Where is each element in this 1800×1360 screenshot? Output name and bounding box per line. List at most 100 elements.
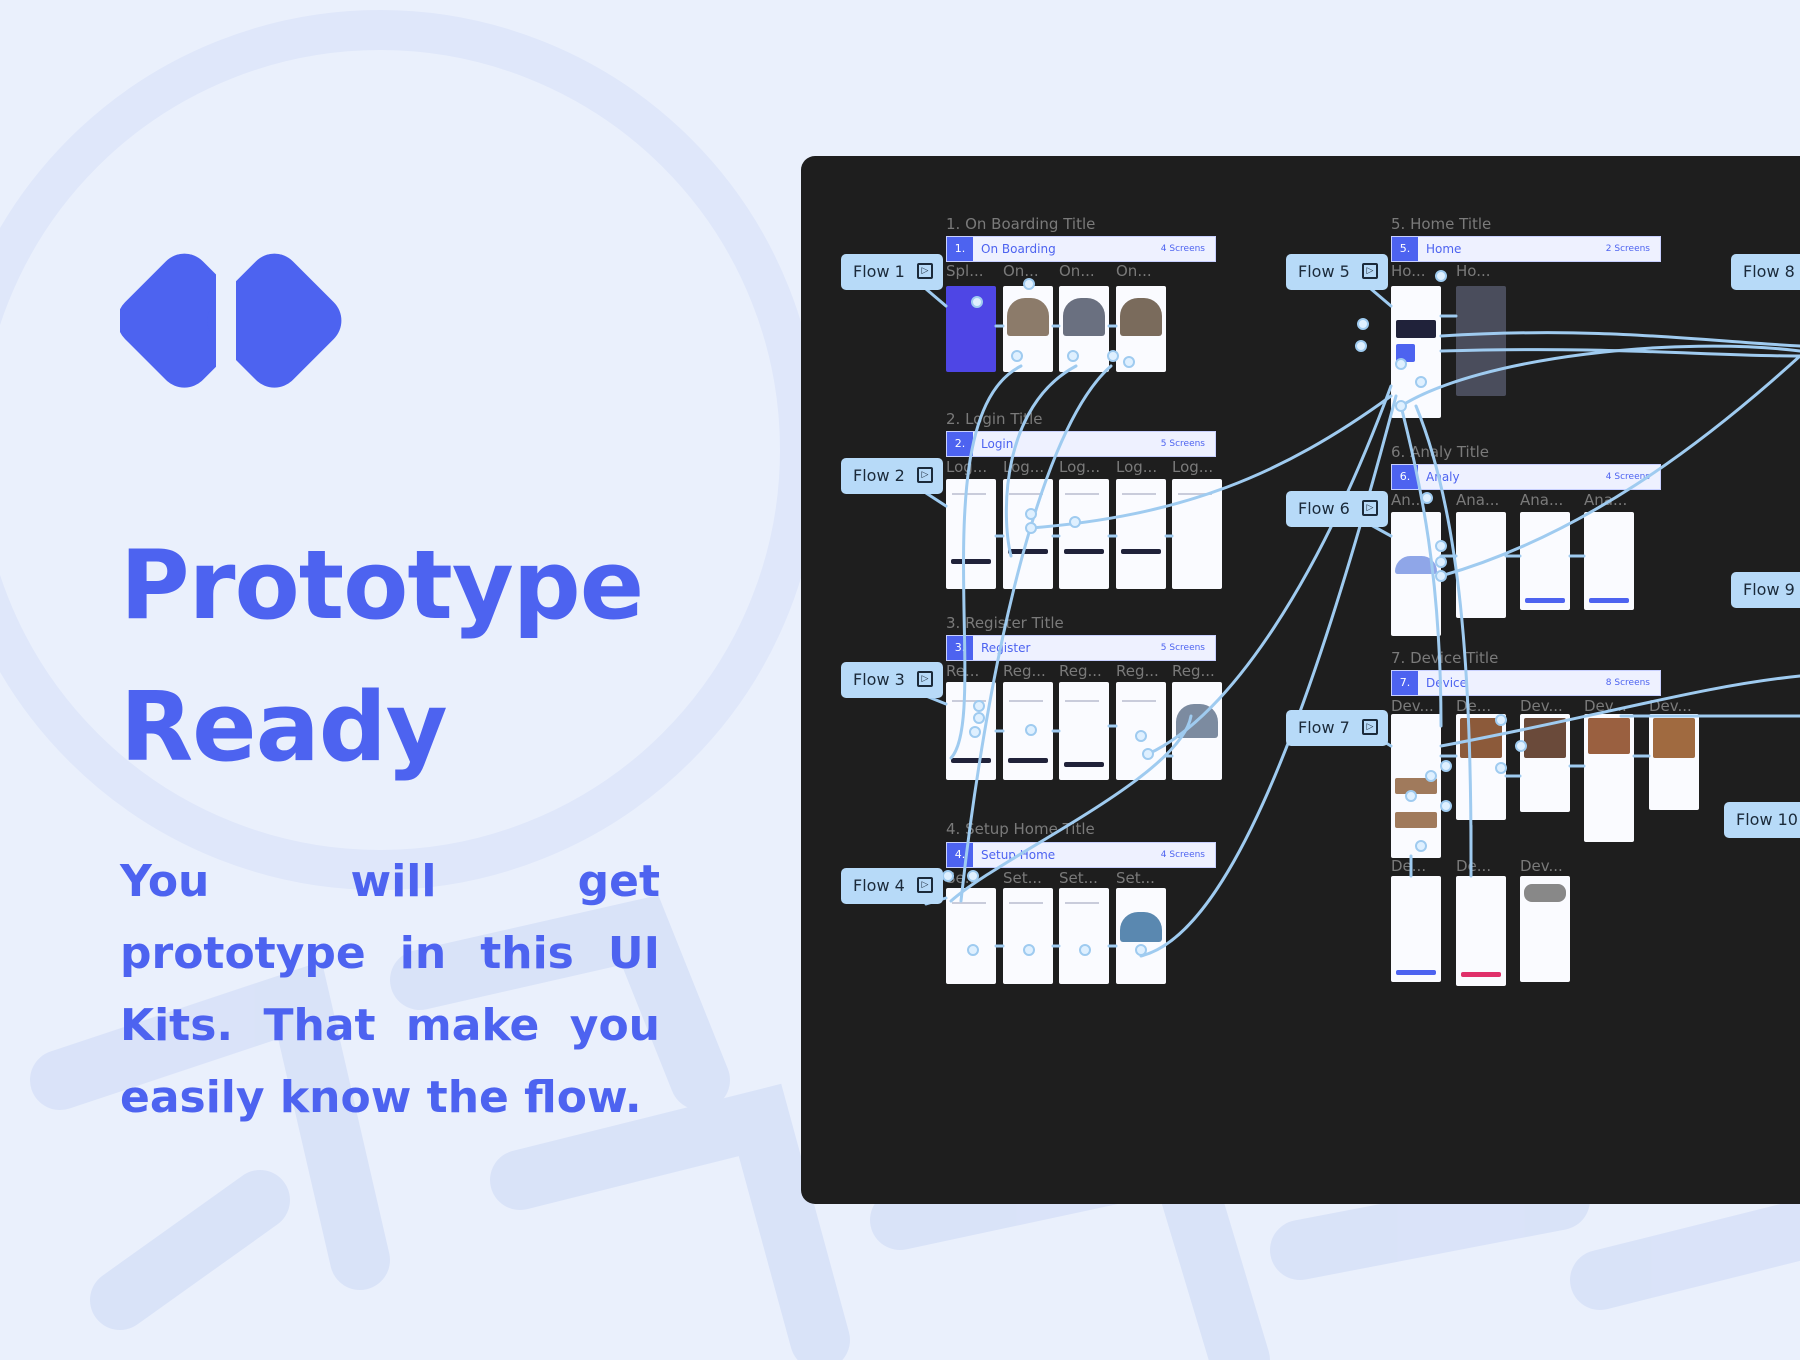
play-frame-icon: ▷ xyxy=(1362,263,1378,279)
screen-thumbnail[interactable] xyxy=(946,888,996,984)
section-count: 2 Screens xyxy=(1605,244,1650,254)
screen-thumbnail[interactable] xyxy=(1391,286,1441,418)
screen-label: An... xyxy=(1391,491,1426,509)
screen-label: On... xyxy=(1059,262,1095,280)
hero-title: Prototype Ready xyxy=(120,515,644,799)
flow-chip-3[interactable]: Flow 3▷ xyxy=(841,662,943,698)
screen-label: Ana... xyxy=(1456,491,1500,509)
section-name: Login xyxy=(981,437,1014,451)
section-title-login: 2. Login Title xyxy=(946,410,1043,428)
section-bar-onboarding[interactable]: 1. On Boarding 4 Screens xyxy=(946,236,1216,262)
screen-label: Reg... xyxy=(1172,662,1215,680)
screen-thumbnail[interactable] xyxy=(1391,876,1441,982)
section-bar-device[interactable]: 7. Device 8 Screens xyxy=(1391,670,1661,696)
screen-thumbnail[interactable] xyxy=(1584,714,1634,842)
section-number: 2. xyxy=(947,432,973,456)
screen-thumbnail[interactable] xyxy=(1172,682,1222,780)
section-count: 5 Screens xyxy=(1160,439,1205,449)
play-frame-icon: ▷ xyxy=(917,877,933,893)
section-name: Home xyxy=(1426,242,1462,256)
section-number: 5. xyxy=(1392,237,1418,261)
hero-description: You will get prototype in this UI Kits. … xyxy=(120,856,660,1123)
screen-label: De... xyxy=(1456,857,1492,875)
play-frame-icon: ▷ xyxy=(1362,719,1378,735)
screen-thumbnail[interactable] xyxy=(1059,479,1109,589)
screen-thumbnail[interactable] xyxy=(1649,714,1699,810)
screen-thumbnail[interactable] xyxy=(1003,888,1053,984)
screen-thumbnail[interactable] xyxy=(946,479,996,589)
screen-label: Log... xyxy=(946,458,988,476)
screen-label: Reg... xyxy=(1116,662,1159,680)
screen-label: Set... xyxy=(1059,869,1098,887)
screen-label: Dev... xyxy=(1520,857,1563,875)
play-frame-icon: ▷ xyxy=(917,671,933,687)
prototype-canvas[interactable]: 1. On Boarding Title 1. On Boarding 4 Sc… xyxy=(801,156,1800,1204)
section-title-home: 5. Home Title xyxy=(1391,215,1492,233)
section-bar-analy[interactable]: 6. Analy 4 Screens xyxy=(1391,464,1661,490)
section-bar-setup-home[interactable]: 4. Setup Home 4 Screens xyxy=(946,842,1216,868)
screen-label: Set... xyxy=(1003,869,1042,887)
screen-thumbnail[interactable] xyxy=(1116,479,1166,589)
screen-label: De... xyxy=(1456,697,1492,715)
screen-thumbnail[interactable] xyxy=(1456,512,1506,618)
section-bar-home[interactable]: 5. Home 2 Screens xyxy=(1391,236,1661,262)
screen-label: De... xyxy=(1391,857,1427,875)
screen-label: Dev... xyxy=(1391,697,1434,715)
section-number: 6. xyxy=(1392,465,1418,489)
screen-label: Set... xyxy=(1116,869,1155,887)
double-rounded-diamond-logo xyxy=(120,253,342,395)
screen-label: Ho... xyxy=(1391,262,1426,280)
prototype-connections xyxy=(924,262,1800,958)
screen-label: On... xyxy=(1003,262,1039,280)
screen-label: Log... xyxy=(1116,458,1158,476)
flow-chip-9[interactable]: Flow 9 xyxy=(1731,572,1800,608)
section-title-onboarding: 1. On Boarding Title xyxy=(946,215,1096,233)
section-number: 7. xyxy=(1392,671,1418,695)
screen-label: Reg... xyxy=(1059,662,1102,680)
section-title-analy: 6. Analy Title xyxy=(1391,443,1489,461)
flow-chip-1[interactable]: Flow 1▷ xyxy=(841,254,943,290)
section-count: 5 Screens xyxy=(1160,643,1205,653)
screen-thumbnail[interactable] xyxy=(1116,286,1166,372)
screen-label: On... xyxy=(1116,262,1152,280)
screen-label: Log... xyxy=(1003,458,1045,476)
section-name: Register xyxy=(981,641,1031,655)
flow-chip-5[interactable]: Flow 5▷ xyxy=(1286,254,1388,290)
play-frame-icon: ▷ xyxy=(917,263,933,279)
screen-label: Log... xyxy=(1059,458,1101,476)
play-frame-icon: ▷ xyxy=(917,467,933,483)
screen-thumbnail[interactable] xyxy=(1520,876,1570,982)
section-bar-register[interactable]: 3. Register 5 Screens xyxy=(946,635,1216,661)
screen-label: Re... xyxy=(946,662,980,680)
flow-chip-10[interactable]: Flow 10 xyxy=(1724,802,1800,838)
screen-label: Ana... xyxy=(1520,491,1564,509)
screen-label: Ho... xyxy=(1456,262,1491,280)
screen-thumbnail[interactable] xyxy=(1059,682,1109,780)
play-frame-icon: ▷ xyxy=(1362,500,1378,516)
screen-thumbnail[interactable] xyxy=(946,286,996,372)
section-name: Device xyxy=(1426,676,1468,690)
flow-chip-4[interactable]: Flow 4▷ xyxy=(841,868,943,904)
screen-label: Log... xyxy=(1172,458,1214,476)
screen-thumbnail[interactable] xyxy=(1584,512,1634,610)
section-count: 4 Screens xyxy=(1160,244,1205,254)
screen-label: Reg... xyxy=(1003,662,1046,680)
screen-thumbnail[interactable] xyxy=(1391,714,1441,858)
flow-chip-8[interactable]: Flow 8 xyxy=(1731,254,1800,290)
flow-chip-2[interactable]: Flow 2▷ xyxy=(841,458,943,494)
flow-chip-6[interactable]: Flow 6▷ xyxy=(1286,491,1388,527)
section-count: 4 Screens xyxy=(1160,850,1205,860)
hero-title-line-2: Ready xyxy=(120,673,448,783)
flow-chip-7[interactable]: Flow 7▷ xyxy=(1286,710,1388,746)
screen-thumbnail[interactable] xyxy=(1116,888,1166,984)
section-number: 3. xyxy=(947,636,973,660)
section-title-setup-home: 4. Setup Home Title xyxy=(946,820,1095,838)
section-bar-login[interactable]: 2. Login 5 Screens xyxy=(946,431,1216,457)
screen-thumbnail[interactable] xyxy=(1520,714,1570,812)
hero-title-line-1: Prototype xyxy=(120,531,644,641)
screen-thumbnail[interactable] xyxy=(1059,888,1109,984)
section-count: 4 Screens xyxy=(1605,472,1650,482)
section-title-device: 7. Device Title xyxy=(1391,649,1499,667)
screen-thumbnail[interactable] xyxy=(1456,876,1506,986)
section-name: Analy xyxy=(1426,470,1460,484)
